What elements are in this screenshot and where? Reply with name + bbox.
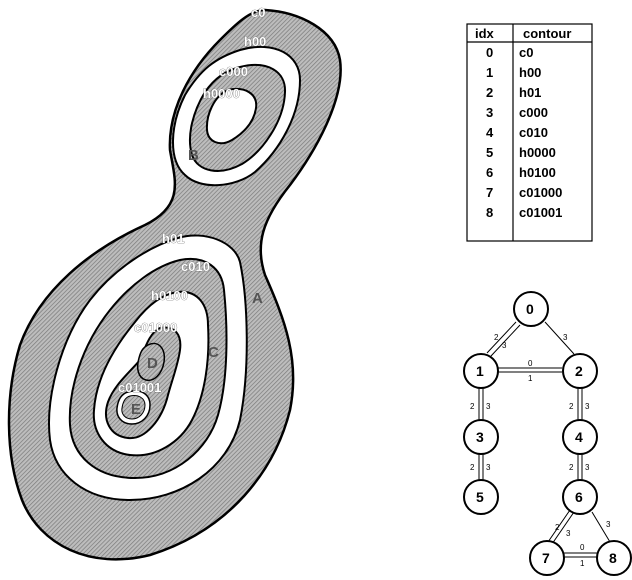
edge-label: 0 xyxy=(528,359,533,368)
edge-label: 2 xyxy=(470,402,475,411)
node-label-6: 6 xyxy=(575,489,583,505)
table-cell: 5 xyxy=(486,145,493,160)
edge-label: 2 xyxy=(470,463,475,472)
table-cell: c01001 xyxy=(519,205,562,220)
edge-6-8 xyxy=(591,511,611,543)
edge-0-1a xyxy=(486,321,517,354)
region-d: D xyxy=(147,355,158,372)
graph-node-3 xyxy=(463,419,499,455)
table-cell: h01 xyxy=(519,85,541,100)
contour-graph xyxy=(463,291,632,576)
node-label-7: 7 xyxy=(542,550,550,566)
table-cell: 8 xyxy=(486,205,493,220)
table-cell: h0100 xyxy=(519,165,556,180)
contour-c01001-fill xyxy=(121,395,146,420)
edge-label: 3 xyxy=(563,333,568,342)
edge-label: 2 xyxy=(494,333,499,342)
edge-label: 3 xyxy=(486,402,491,411)
label-c01000: c01000 xyxy=(134,320,177,335)
edge-label: 2 xyxy=(569,402,574,411)
table-cell: 0 xyxy=(486,45,493,60)
graph-node-labels: 0 1 2 3 4 5 6 7 8 xyxy=(476,301,617,566)
edge-label: 3 xyxy=(585,463,590,472)
edge-label: 0 xyxy=(580,543,585,552)
region-c: C xyxy=(208,344,219,361)
node-label-4: 4 xyxy=(575,429,583,445)
label-c01001: c01001 xyxy=(118,380,161,395)
label-h0000: h0000 xyxy=(203,86,240,101)
table-cell: 3 xyxy=(486,105,493,120)
contour-labels: c0 h00 c000 h0000 h01 c010 h0100 c01000 … xyxy=(118,5,267,396)
table-cell: 2 xyxy=(486,85,493,100)
contour-table: idx contour 0 c0 1 h00 2 h01 3 c000 4 c0… xyxy=(466,23,593,242)
table-header-contour: contour xyxy=(523,26,571,41)
table-cell: 7 xyxy=(486,185,493,200)
table-cell: c0 xyxy=(519,45,533,60)
graph-node-6 xyxy=(562,479,598,515)
label-h01: h01 xyxy=(162,231,184,246)
edge-label: 3 xyxy=(566,529,571,538)
region-a: A xyxy=(252,290,263,307)
node-label-8: 8 xyxy=(609,550,617,566)
label-c010: c010 xyxy=(181,259,210,274)
edge-label: 3 xyxy=(585,402,590,411)
table-cell: 1 xyxy=(486,65,493,80)
region-e: E xyxy=(131,401,141,418)
graph-node-0 xyxy=(513,291,549,327)
label-h0100: h0100 xyxy=(151,288,188,303)
label-c0: c0 xyxy=(251,5,265,20)
label-c000: c000 xyxy=(219,64,248,79)
edge-label: 3 xyxy=(486,463,491,472)
edge-label: 1 xyxy=(528,374,533,383)
table-cell: h00 xyxy=(519,65,541,80)
node-label-0: 0 xyxy=(526,301,534,317)
edge-6-7a xyxy=(547,509,571,543)
table-header-idx: idx xyxy=(475,26,495,41)
table-cell: 6 xyxy=(486,165,493,180)
edge-0-1b xyxy=(490,324,521,357)
graph-node-8 xyxy=(596,540,632,576)
node-label-3: 3 xyxy=(476,429,484,445)
node-label-5: 5 xyxy=(476,489,484,505)
table-cell: h0000 xyxy=(519,145,556,160)
edge-label: 2 xyxy=(555,523,560,532)
table-cell: c01000 xyxy=(519,185,562,200)
node-label-2: 2 xyxy=(575,363,583,379)
region-labels: A B C D E xyxy=(131,147,263,418)
label-h00: h00 xyxy=(244,34,266,49)
edge-label: 3 xyxy=(502,341,507,350)
edge-0-2 xyxy=(544,321,575,355)
table-cell: 4 xyxy=(486,125,494,140)
edge-label: 2 xyxy=(569,463,574,472)
graph-node-2 xyxy=(562,353,598,389)
edge-6-7b xyxy=(551,511,575,545)
edge-label: 3 xyxy=(606,520,611,529)
table-cell: c010 xyxy=(519,125,548,140)
graph-node-5 xyxy=(463,479,499,515)
graph-node-7 xyxy=(529,540,565,576)
edge-label: 1 xyxy=(580,559,585,568)
contour-h0000 xyxy=(205,88,258,145)
contour-region-d xyxy=(136,342,166,382)
graph-edge-labels: 2 3 3 0 1 2 3 2 3 2 3 2 3 2 3 3 0 1 xyxy=(470,333,611,568)
table-cell: c000 xyxy=(519,105,548,120)
contour-map xyxy=(7,8,342,561)
region-b: B xyxy=(188,147,199,164)
graph-node-4 xyxy=(562,419,598,455)
graph-node-1 xyxy=(463,353,499,389)
node-label-1: 1 xyxy=(476,363,484,379)
